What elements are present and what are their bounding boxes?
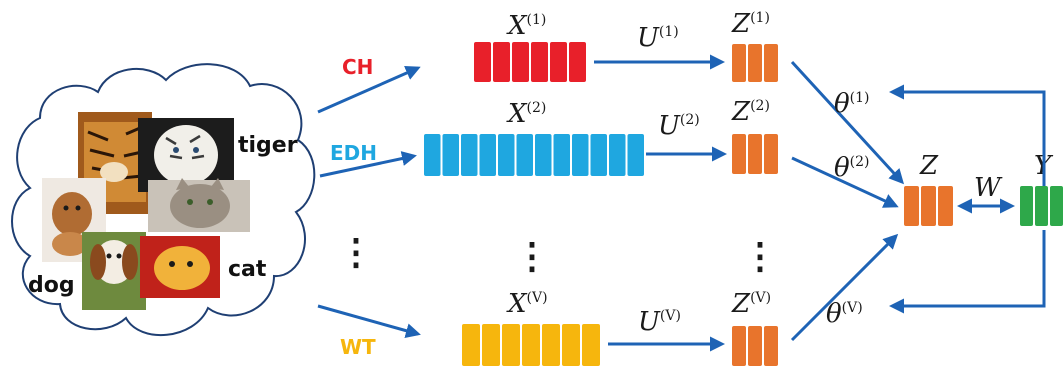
z2-cell [732,134,746,174]
ch-cell [474,42,491,82]
y-cell [1020,186,1033,226]
edh-cell [627,134,644,176]
wt-cell [522,324,540,366]
ch-cell [512,42,529,82]
ch-cell [531,42,548,82]
y-cell [1035,186,1048,226]
edh-cell [535,134,552,176]
latent-vector-zv [732,326,778,366]
edh-cell [479,134,496,176]
label-z2: Z(2) [731,97,770,127]
label-z-shared: Z [919,151,939,181]
label-x2: X(2) [506,99,546,129]
wt-cell [462,324,480,366]
white-tiger-photo [138,118,234,192]
wt-cell [502,324,520,366]
arrow-y-to-theta1 [889,84,1046,186]
label-vector-y [1020,186,1063,226]
z1-cell [764,44,778,82]
dots-column-2: ⋮ [514,235,550,277]
kitten-photo [148,178,250,232]
z1-cell [732,44,746,82]
feature-vector-edh [424,134,644,176]
y-cell [1050,186,1063,226]
z2-cell [764,134,778,174]
arrow-zv-to-z [790,233,899,342]
wt-cell [542,324,560,366]
label-zv: Z(V) [731,289,771,319]
edh-cell [424,134,441,176]
arrow-y-to-thetav [889,230,1046,314]
label-w: W [974,173,1003,203]
wt-cell [562,324,580,366]
dots-column-1: ⋮ [338,231,374,273]
arrow-cloud-to-ch [317,65,421,114]
arrow-z2-to-z [791,156,899,208]
zv-cell [748,326,762,366]
feature-vector-wt [462,324,600,366]
latent-vector-z [904,186,953,226]
edh-cell [461,134,478,176]
label-cat: cat [228,257,267,282]
z2-cell [748,134,762,174]
arrow-z1-to-z [790,60,905,185]
label-u1: U(1) [637,23,679,53]
feature-edh: EDH [330,141,377,165]
wt-cell [582,324,600,366]
feature-vector-ch [474,42,586,82]
z-cell [938,186,953,226]
arrow-cloud-to-wt [317,304,421,338]
label-uv: U(V) [638,307,681,337]
label-tiger: tiger [238,133,298,158]
latent-vector-z2 [732,134,778,174]
label-u2: U(2) [658,111,700,141]
ch-cell [550,42,567,82]
latent-vector-z1 [732,44,778,82]
label-theta2: θ(2) [834,153,870,183]
edh-cell [498,134,515,176]
orange-cat-photo [140,236,220,298]
ch-cell [569,42,586,82]
label-x1: X(1) [506,11,546,41]
wt-cell [482,324,500,366]
arrow-cloud-to-edh [319,151,417,178]
edh-cell [609,134,626,176]
edh-cell [516,134,533,176]
zv-cell [732,326,746,366]
feature-ch: CH [342,55,373,79]
z-cell [904,186,919,226]
label-dog: dog [28,273,75,298]
ch-cell [493,42,510,82]
beagle-photo [82,232,146,310]
z-cell [921,186,936,226]
feature-wt: WT [340,335,376,359]
edh-cell [590,134,607,176]
zv-cell [764,326,778,366]
dots-column-3: ⋮ [742,235,778,277]
label-theta1: θ(1) [834,89,870,119]
label-thetav: θ(V) [826,299,863,329]
label-xv: X(V) [506,289,548,319]
edh-cell [442,134,459,176]
z1-cell [748,44,762,82]
edh-cell [572,134,589,176]
label-z1: Z(1) [731,9,770,39]
edh-cell [553,134,570,176]
image-cloud: tiger dog cat [11,63,316,337]
